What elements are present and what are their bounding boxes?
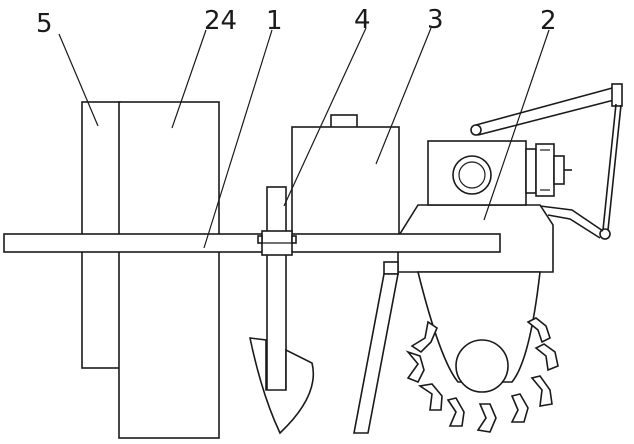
strut-bracket (383, 261, 399, 275)
flange-plate (525, 148, 537, 194)
label-3: 3 (427, 5, 444, 35)
pivot-left (470, 124, 482, 136)
link-vertical-a (607, 104, 622, 231)
link-vertical-b (602, 103, 617, 231)
link-upper-a (475, 86, 617, 126)
flange-body (535, 143, 555, 197)
part-3-housing (291, 126, 400, 238)
clamp-bolt-left (257, 235, 263, 244)
label-5: 5 (36, 9, 53, 39)
leader-3 (375, 27, 432, 165)
rotor-hub (455, 339, 509, 393)
leader-1 (203, 29, 273, 249)
part-24-block (118, 101, 220, 439)
rotor-blades (405, 317, 559, 433)
label-24: 24 (204, 6, 237, 36)
leader-5 (58, 33, 99, 127)
leader-2 (483, 29, 550, 221)
label-4: 4 (354, 5, 371, 35)
flange-hub (553, 155, 565, 185)
link-lower-a (539, 205, 604, 232)
leader-4 (283, 27, 367, 207)
support-strut (353, 273, 399, 434)
part-4-shank (266, 186, 287, 393)
motor-inner-circle (458, 161, 486, 189)
label-2: 2 (540, 6, 557, 36)
leader-24 (171, 29, 207, 129)
clamp-bolt-right (291, 235, 297, 244)
label-1: 1 (266, 6, 283, 36)
rotor-arm (416, 271, 541, 383)
part-1-beam (3, 233, 501, 253)
link-lower-b (547, 214, 601, 239)
plough-share (248, 337, 315, 435)
link-bracket (611, 83, 623, 107)
link-upper-b (477, 98, 619, 136)
part-3-cap (330, 114, 358, 129)
